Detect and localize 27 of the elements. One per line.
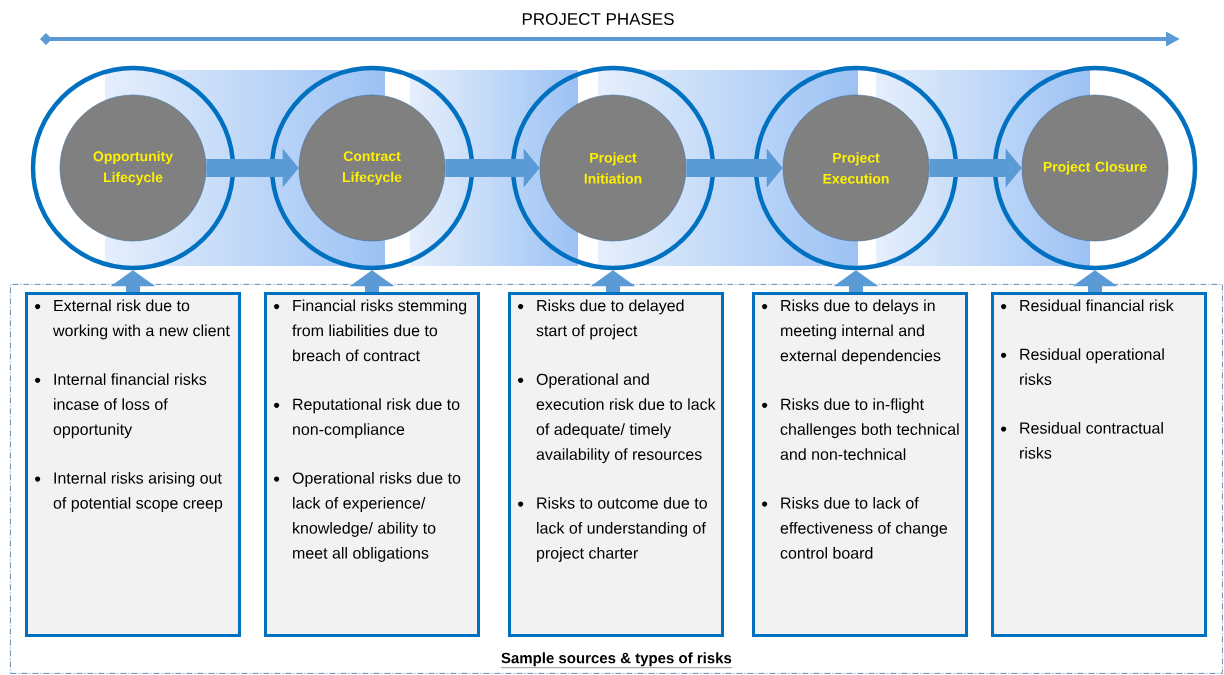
phase-ring xyxy=(992,65,1198,271)
risk-box xyxy=(991,292,1207,637)
phase-ring xyxy=(269,65,475,271)
phase-ring xyxy=(510,65,716,271)
risk-box xyxy=(752,292,968,637)
bullet-item: Financial risks stemming from liabilities due to breach of contract xyxy=(274,299,467,362)
phase-ring xyxy=(753,65,959,271)
risk-box xyxy=(264,292,480,637)
bullet-item: Risks due to in-flight challenges both technical and non-technical xyxy=(762,398,959,460)
title: PROJECT PHASES xyxy=(522,13,674,26)
section-caption: Sample sources & types of risks xyxy=(500,652,733,668)
risk-box xyxy=(25,292,241,637)
bullet-item: Risks due to lack of effectiveness of change control board xyxy=(762,497,948,559)
bullet-item: Risks to outcome due to lack of understanding of project charter xyxy=(518,497,707,562)
phase-ring xyxy=(30,65,236,271)
bullet-item: Residual financial risk xyxy=(1001,299,1174,312)
bullet-item: Residual contractual risks xyxy=(1001,422,1163,459)
bullet-item: Internal financial risks incase of loss of opportunity xyxy=(35,373,207,439)
risk-box xyxy=(508,292,724,637)
bullet-item: Internal risks arising out of potential scope creep xyxy=(35,472,223,512)
bullet-item: Residual operational risks xyxy=(1001,348,1164,385)
bullet-item: Risks due to delays in meeting internal and external dependencies xyxy=(762,299,941,365)
bullet-item: Operational and execution risk due to lack of adequate/ timely availability of resources xyxy=(518,373,716,464)
bullet-item: Reputational risk due to non-compliance xyxy=(274,398,460,439)
bullet-item: External risk due to working with a new client xyxy=(35,299,230,340)
bullet-item: Risks due to delayed start of project xyxy=(518,299,684,340)
bullet-item: Operational risks due to lack of experience/ knowledge/ ability to meet all obligations xyxy=(274,472,461,562)
